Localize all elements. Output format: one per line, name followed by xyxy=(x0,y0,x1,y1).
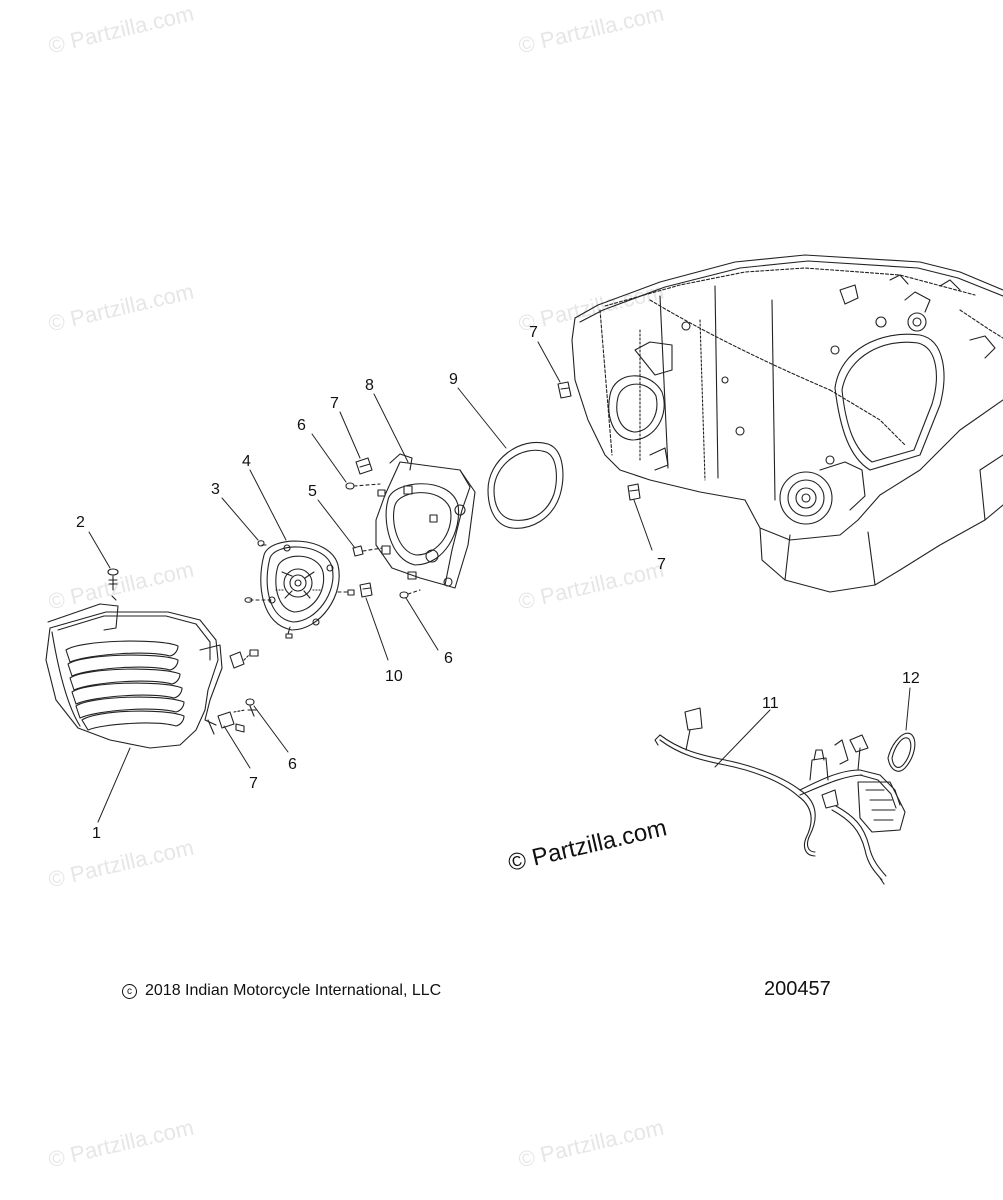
clip-part-7[interactable] xyxy=(627,483,641,501)
callout-labels: 1 2 3 4 5 6 7 8 9 7 7 10 6 6 7 11 12 xyxy=(76,324,920,842)
copyright-text: 2018 Indian Motorcycle International, LL… xyxy=(145,982,442,999)
callout-3: 3 xyxy=(211,481,220,498)
copyright-notice: c 2018 Indian Motorcycle International, L… xyxy=(122,982,441,1000)
callout-2: 2 xyxy=(76,514,85,531)
callout-7: 7 xyxy=(529,324,538,341)
callout-8: 8 xyxy=(365,377,374,394)
speaker-bracket[interactable] xyxy=(375,453,476,589)
callout-6: 6 xyxy=(288,756,297,773)
clip-part-7[interactable] xyxy=(355,457,373,475)
callout-10: 10 xyxy=(385,668,403,685)
speaker-gasket[interactable] xyxy=(487,441,564,529)
screw-part-2[interactable] xyxy=(107,568,119,591)
drawing-number: 200457 xyxy=(764,978,831,1000)
clip-part-7[interactable] xyxy=(229,649,259,669)
screw-part-6[interactable] xyxy=(245,698,257,717)
callout-5: 5 xyxy=(308,483,317,500)
cable-strap[interactable] xyxy=(887,732,916,772)
callout-6: 6 xyxy=(297,417,306,434)
clip-part-7[interactable] xyxy=(557,381,572,399)
speaker[interactable] xyxy=(244,540,355,639)
clip-part-7[interactable] xyxy=(217,709,246,733)
nut-part-5[interactable] xyxy=(352,545,383,557)
screw-part-6[interactable] xyxy=(345,482,386,497)
grille-cover[interactable] xyxy=(45,595,223,749)
leader-lines xyxy=(88,341,911,823)
copyright-symbol: c xyxy=(122,984,137,999)
screw-part-6[interactable] xyxy=(399,589,421,599)
callout-7: 7 xyxy=(249,775,258,792)
callout-7: 7 xyxy=(657,556,666,573)
wiring-harness[interactable] xyxy=(654,707,906,885)
callout-6: 6 xyxy=(444,650,453,667)
callout-4: 4 xyxy=(242,453,251,470)
callout-1: 1 xyxy=(92,825,101,842)
callout-11: 11 xyxy=(762,695,779,712)
callout-9: 9 xyxy=(449,371,458,388)
clip-part-10[interactable] xyxy=(359,582,373,598)
callout-12: 12 xyxy=(902,670,920,687)
callout-7: 7 xyxy=(330,395,339,412)
saddlebag-lid[interactable] xyxy=(571,254,1003,593)
